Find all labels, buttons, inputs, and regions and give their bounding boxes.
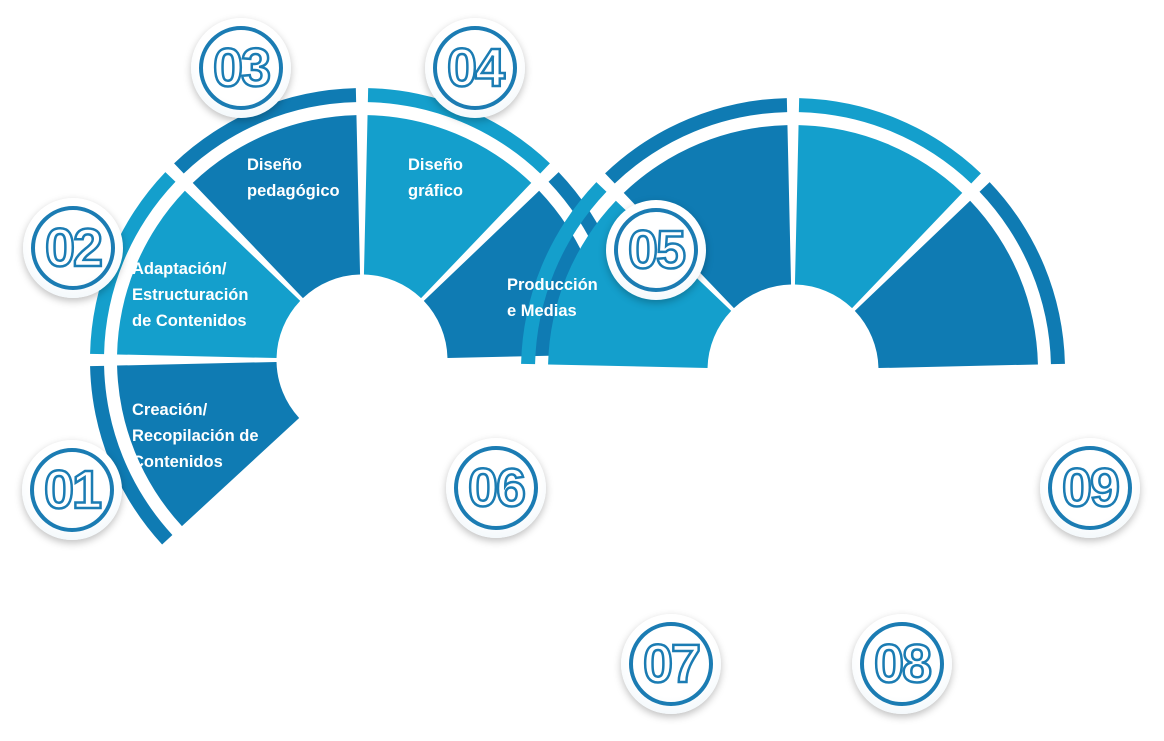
- step-number: 05: [627, 220, 688, 280]
- segment-band-07: [605, 98, 788, 184]
- step-label-line: Diseño: [247, 156, 303, 174]
- step-label-line: Post-: [561, 435, 603, 453]
- step-label-line: producción: [561, 461, 651, 479]
- segment-band-02: [90, 172, 176, 355]
- step-number: 01: [43, 460, 104, 520]
- step-number: 08: [873, 634, 934, 694]
- step-label-line: Programación: [654, 549, 765, 567]
- segment-band-01: [90, 365, 173, 545]
- step-label-line: Creación/: [132, 401, 208, 419]
- step-badge-02: 02: [23, 198, 123, 298]
- segment-band-03: [174, 88, 357, 174]
- step-number: 07: [642, 634, 703, 694]
- segment-08: [794, 125, 963, 309]
- step-label-line: Contenidos: [132, 453, 223, 471]
- step-label-line: Adaptación/: [132, 260, 227, 278]
- step-label-07: Programación: [654, 545, 765, 571]
- step-label-line: de Contenidos: [132, 312, 247, 330]
- step-badge-05: 05: [606, 200, 706, 300]
- step-label-line: Recopilación de: [132, 427, 259, 445]
- step-number: 03: [212, 38, 273, 98]
- step-label-line: Producción: [507, 276, 598, 294]
- step-badge-01: 01: [22, 440, 122, 540]
- step-number: 06: [467, 458, 528, 518]
- step-badge-08: 08: [852, 614, 952, 714]
- step-label-04: Diseño gráfico: [408, 152, 463, 204]
- step-badge-09: 09: [1040, 438, 1140, 538]
- step-label-line: calidad: [955, 455, 1012, 473]
- step-number: 02: [44, 218, 105, 278]
- segment-band-04: [367, 88, 550, 174]
- segment-band-06: [521, 182, 607, 365]
- step-label-line: pedagógico: [247, 182, 340, 200]
- step-label-line: Diseño: [408, 156, 464, 174]
- step-label-09: Testeo y calidad: [955, 425, 1021, 477]
- step-label-02: Adaptación/Estructuración de Contenidos: [132, 256, 248, 334]
- step-label-line: Edición y: [561, 409, 635, 427]
- segment-03: [192, 115, 361, 299]
- step-label-line: Testeo y: [955, 429, 1021, 447]
- step-label-08: Integración: [836, 545, 925, 571]
- step-label-06: Edición y Post-producción: [561, 405, 651, 483]
- step-number: 09: [1061, 458, 1122, 518]
- segment-band-08: [798, 98, 981, 184]
- step-number: 04: [446, 38, 507, 98]
- step-label-line: Estructuración: [132, 286, 249, 304]
- step-label-line: e Medias: [507, 302, 577, 320]
- step-badge-04: 04: [425, 18, 525, 118]
- segment-09: [854, 200, 1038, 369]
- segment-04: [363, 115, 532, 299]
- step-label-05: Producción e Medias: [507, 272, 598, 324]
- segment-band-09: [979, 182, 1065, 365]
- segment-02: [117, 190, 301, 359]
- step-badge-03: 03: [191, 18, 291, 118]
- step-badge-07: 07: [621, 614, 721, 714]
- step-label-03: Diseño pedagógico: [247, 152, 340, 204]
- step-label-line: Integración: [836, 549, 925, 567]
- step-label-line: gráfico: [408, 182, 464, 200]
- step-badge-06: 06: [446, 438, 546, 538]
- step-label-01: Creación/Recopilación de Contenidos: [132, 397, 259, 475]
- segment-07: [623, 125, 792, 309]
- segment-01: [117, 361, 300, 527]
